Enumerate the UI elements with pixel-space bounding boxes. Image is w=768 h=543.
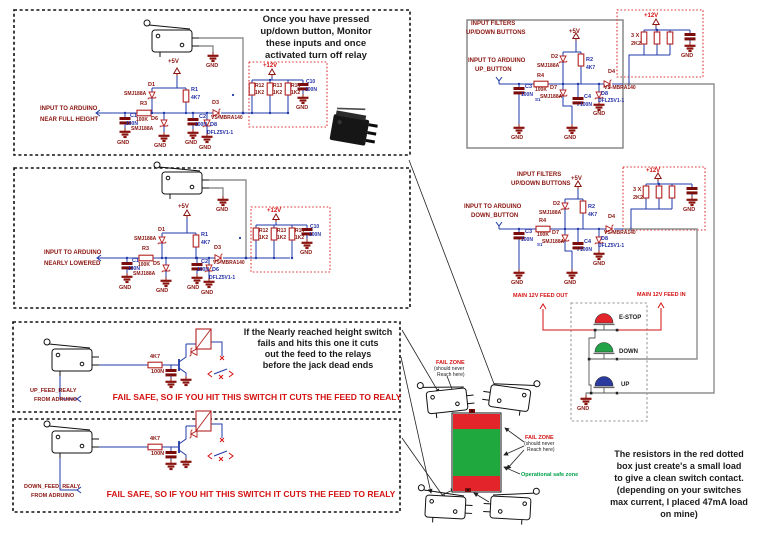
cap-c1 [119,117,131,125]
resistor-r4 [533,80,549,88]
diode-d3 [212,108,221,118]
gnd-symbol [579,393,593,406]
failsafe-switch-symbol [43,420,100,459]
cap-c10 [297,83,309,91]
filter-up-button [466,9,715,394]
cap-100n [165,451,177,459]
resistor-r14 [284,82,292,96]
cap-c3 [513,87,525,95]
diode-d8 [594,89,604,102]
estop-button[interactable] [592,312,616,331]
diode-d4 [603,79,612,89]
diode-d8 [594,234,604,247]
relay-coil [195,328,212,350]
resistor-r13 [266,82,274,96]
flyback-diode [189,429,198,439]
block-up-failsafe [12,321,401,413]
button-panel-border [570,302,648,422]
diode-d8 [202,117,212,130]
diode-d6 [204,262,214,275]
diode-d7 [560,232,570,245]
fail-zone-bottom [453,476,500,491]
button-panel [539,302,665,422]
block-down-failsafe [12,410,401,513]
microswitch-photo [329,107,378,146]
block3-dashed-border [12,321,401,413]
travel-zone-diagram [400,159,541,526]
block4-dashed-border [12,418,401,513]
up-button[interactable] [592,375,616,394]
gnd-symbol [206,50,220,63]
fail-zone-top [453,414,500,429]
down-load-resistor-box [622,166,706,231]
block2-dashed-border [13,167,411,309]
resistor-r4 [535,225,551,233]
up-load-resistor-box [616,9,704,78]
resistor-r12 [248,82,256,96]
cap-c4 [572,242,584,250]
block-nearly-lowered [13,161,411,309]
resistor-r3 [138,254,154,262]
block1-dashed-border [13,9,411,156]
zone-switch-top-right [480,373,541,419]
cap-c3 [513,232,525,240]
resistor-r1 [182,89,190,103]
resistor-r2 [579,200,587,214]
diode-d1 [157,234,167,247]
cap-100n [165,369,177,377]
filter-down-button [495,166,706,360]
resistor-4k7 [147,443,163,451]
diode-d4 [605,224,614,234]
block-near-full-height [13,9,411,156]
failsafe-switch-symbol [43,338,100,377]
resistor-r3 [136,109,152,117]
flyback-diode [189,347,198,357]
resistor-r1 [192,234,200,248]
down-button[interactable] [592,341,616,360]
diode-d6 [159,117,169,130]
diode-d2 [558,53,568,66]
limit-switch-symbol [143,19,200,58]
diode-d7 [558,87,568,100]
diode-d2 [560,200,570,213]
diode-d3 [214,253,223,263]
resistor-4k7 [147,361,163,369]
relay-coil [195,410,212,432]
resistor-r2 [577,53,585,67]
diode-d1 [147,89,157,102]
safe-zone [453,429,500,476]
plus12v-arrow [268,68,276,78]
cap-c2 [187,118,199,126]
cap-c4 [572,97,584,105]
plus5v-arrow [173,67,181,77]
diode-d5 [161,262,171,275]
